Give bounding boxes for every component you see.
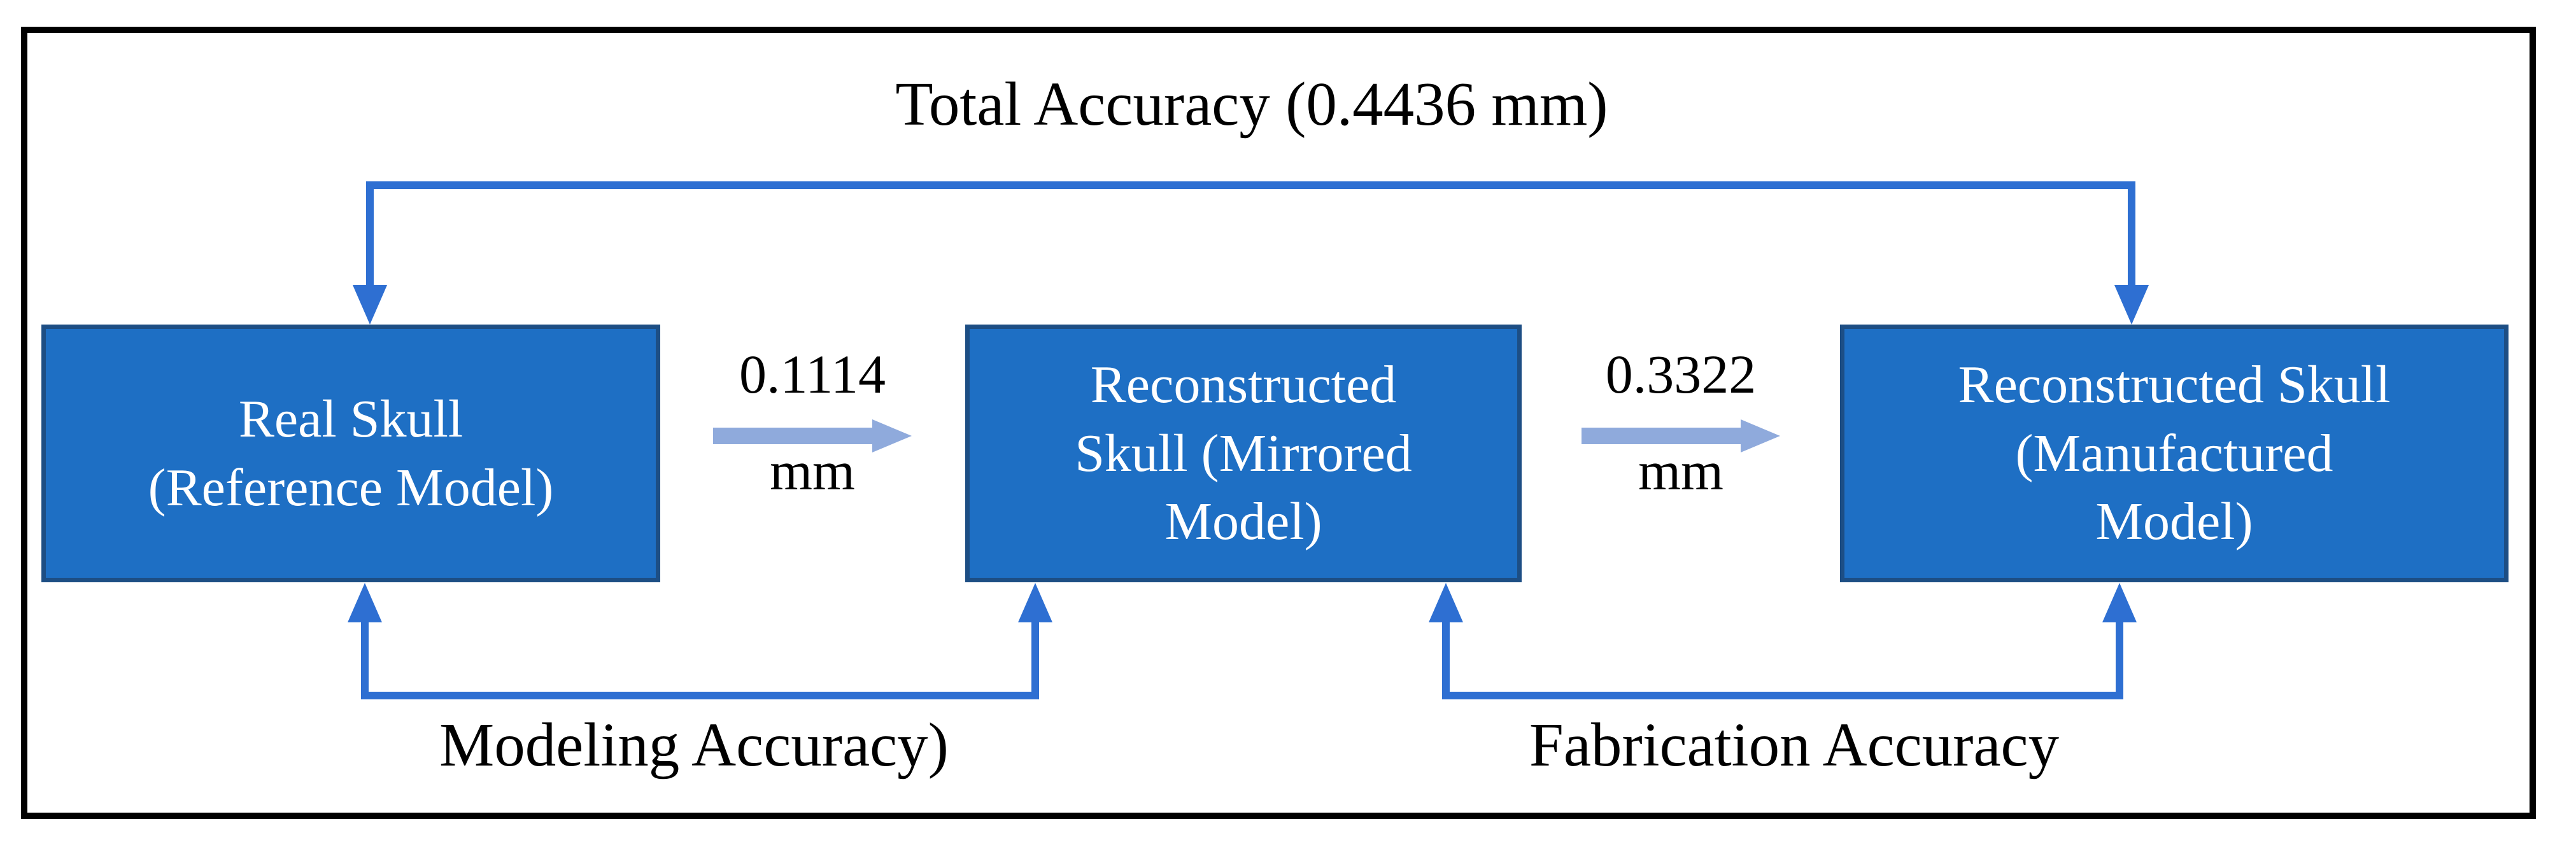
box-manufactured-model-line3: Model): [2095, 492, 2253, 552]
flow-fabrication: 0.3322 mm: [1522, 347, 1840, 498]
fabrication-accuracy-label: Fabrication Accuracy: [1529, 711, 2060, 779]
box-mirrored-model: Reconstructed Skull (Mirrored Model): [965, 325, 1522, 582]
right-arrow-icon: [713, 419, 912, 452]
flow-fabrication-value: 0.3322: [1605, 344, 1757, 405]
total-accuracy-label: Total Accuracy (0.4436 mm): [895, 70, 1608, 138]
box-manufactured-model-line1: Reconstructed Skull: [1958, 355, 2391, 415]
down-arrow-icon: [2114, 285, 2149, 325]
box-real-skull-line2: (Reference Model): [148, 458, 554, 517]
up-arrow-icon: [348, 583, 382, 622]
box-manufactured-model: Reconstructed Skull (Manufactured Model): [1840, 325, 2509, 582]
right-arrow-shaft: [1582, 428, 1741, 444]
fabrication-bracket-line: [1442, 692, 2123, 699]
flow-modeling: 0.1114 mm: [653, 347, 972, 498]
flow-fabrication-unit: mm: [1638, 440, 1723, 501]
fabrication-bracket-right-rise: [2116, 622, 2123, 699]
box-mirrored-model-line2: Skull (Mirrored: [1075, 423, 1412, 483]
up-arrow-icon: [2102, 583, 2137, 622]
flow-modeling-value: 0.1114: [739, 344, 886, 405]
right-arrow-icon: [1582, 419, 1780, 452]
modeling-accuracy-label: Modeling Accuracy): [439, 711, 949, 779]
modeling-bracket-line: [361, 692, 1039, 699]
box-real-skull: Real Skull (Reference Model): [41, 325, 660, 582]
up-arrow-icon: [1429, 583, 1463, 622]
fabrication-bracket-left-rise: [1442, 622, 1450, 699]
modeling-bracket-right-rise: [1031, 622, 1039, 699]
down-arrow-icon: [353, 285, 387, 325]
top-connector-right-drop: [2128, 181, 2135, 286]
right-arrow-shaft: [713, 428, 872, 444]
top-connector-left-drop: [366, 181, 374, 286]
up-arrow-icon: [1018, 583, 1052, 622]
right-arrow-head: [872, 419, 912, 452]
modeling-bracket-left-rise: [361, 622, 369, 699]
flow-modeling-unit: mm: [770, 440, 855, 501]
right-arrow-head: [1741, 419, 1780, 452]
box-mirrored-model-line1: Reconstructed: [1090, 355, 1397, 415]
box-real-skull-line1: Real Skull: [238, 389, 464, 449]
top-connector-line: [366, 181, 2135, 189]
box-mirrored-model-line3: Model): [1164, 492, 1322, 552]
box-manufactured-model-line2: (Manufactured: [2015, 423, 2333, 483]
